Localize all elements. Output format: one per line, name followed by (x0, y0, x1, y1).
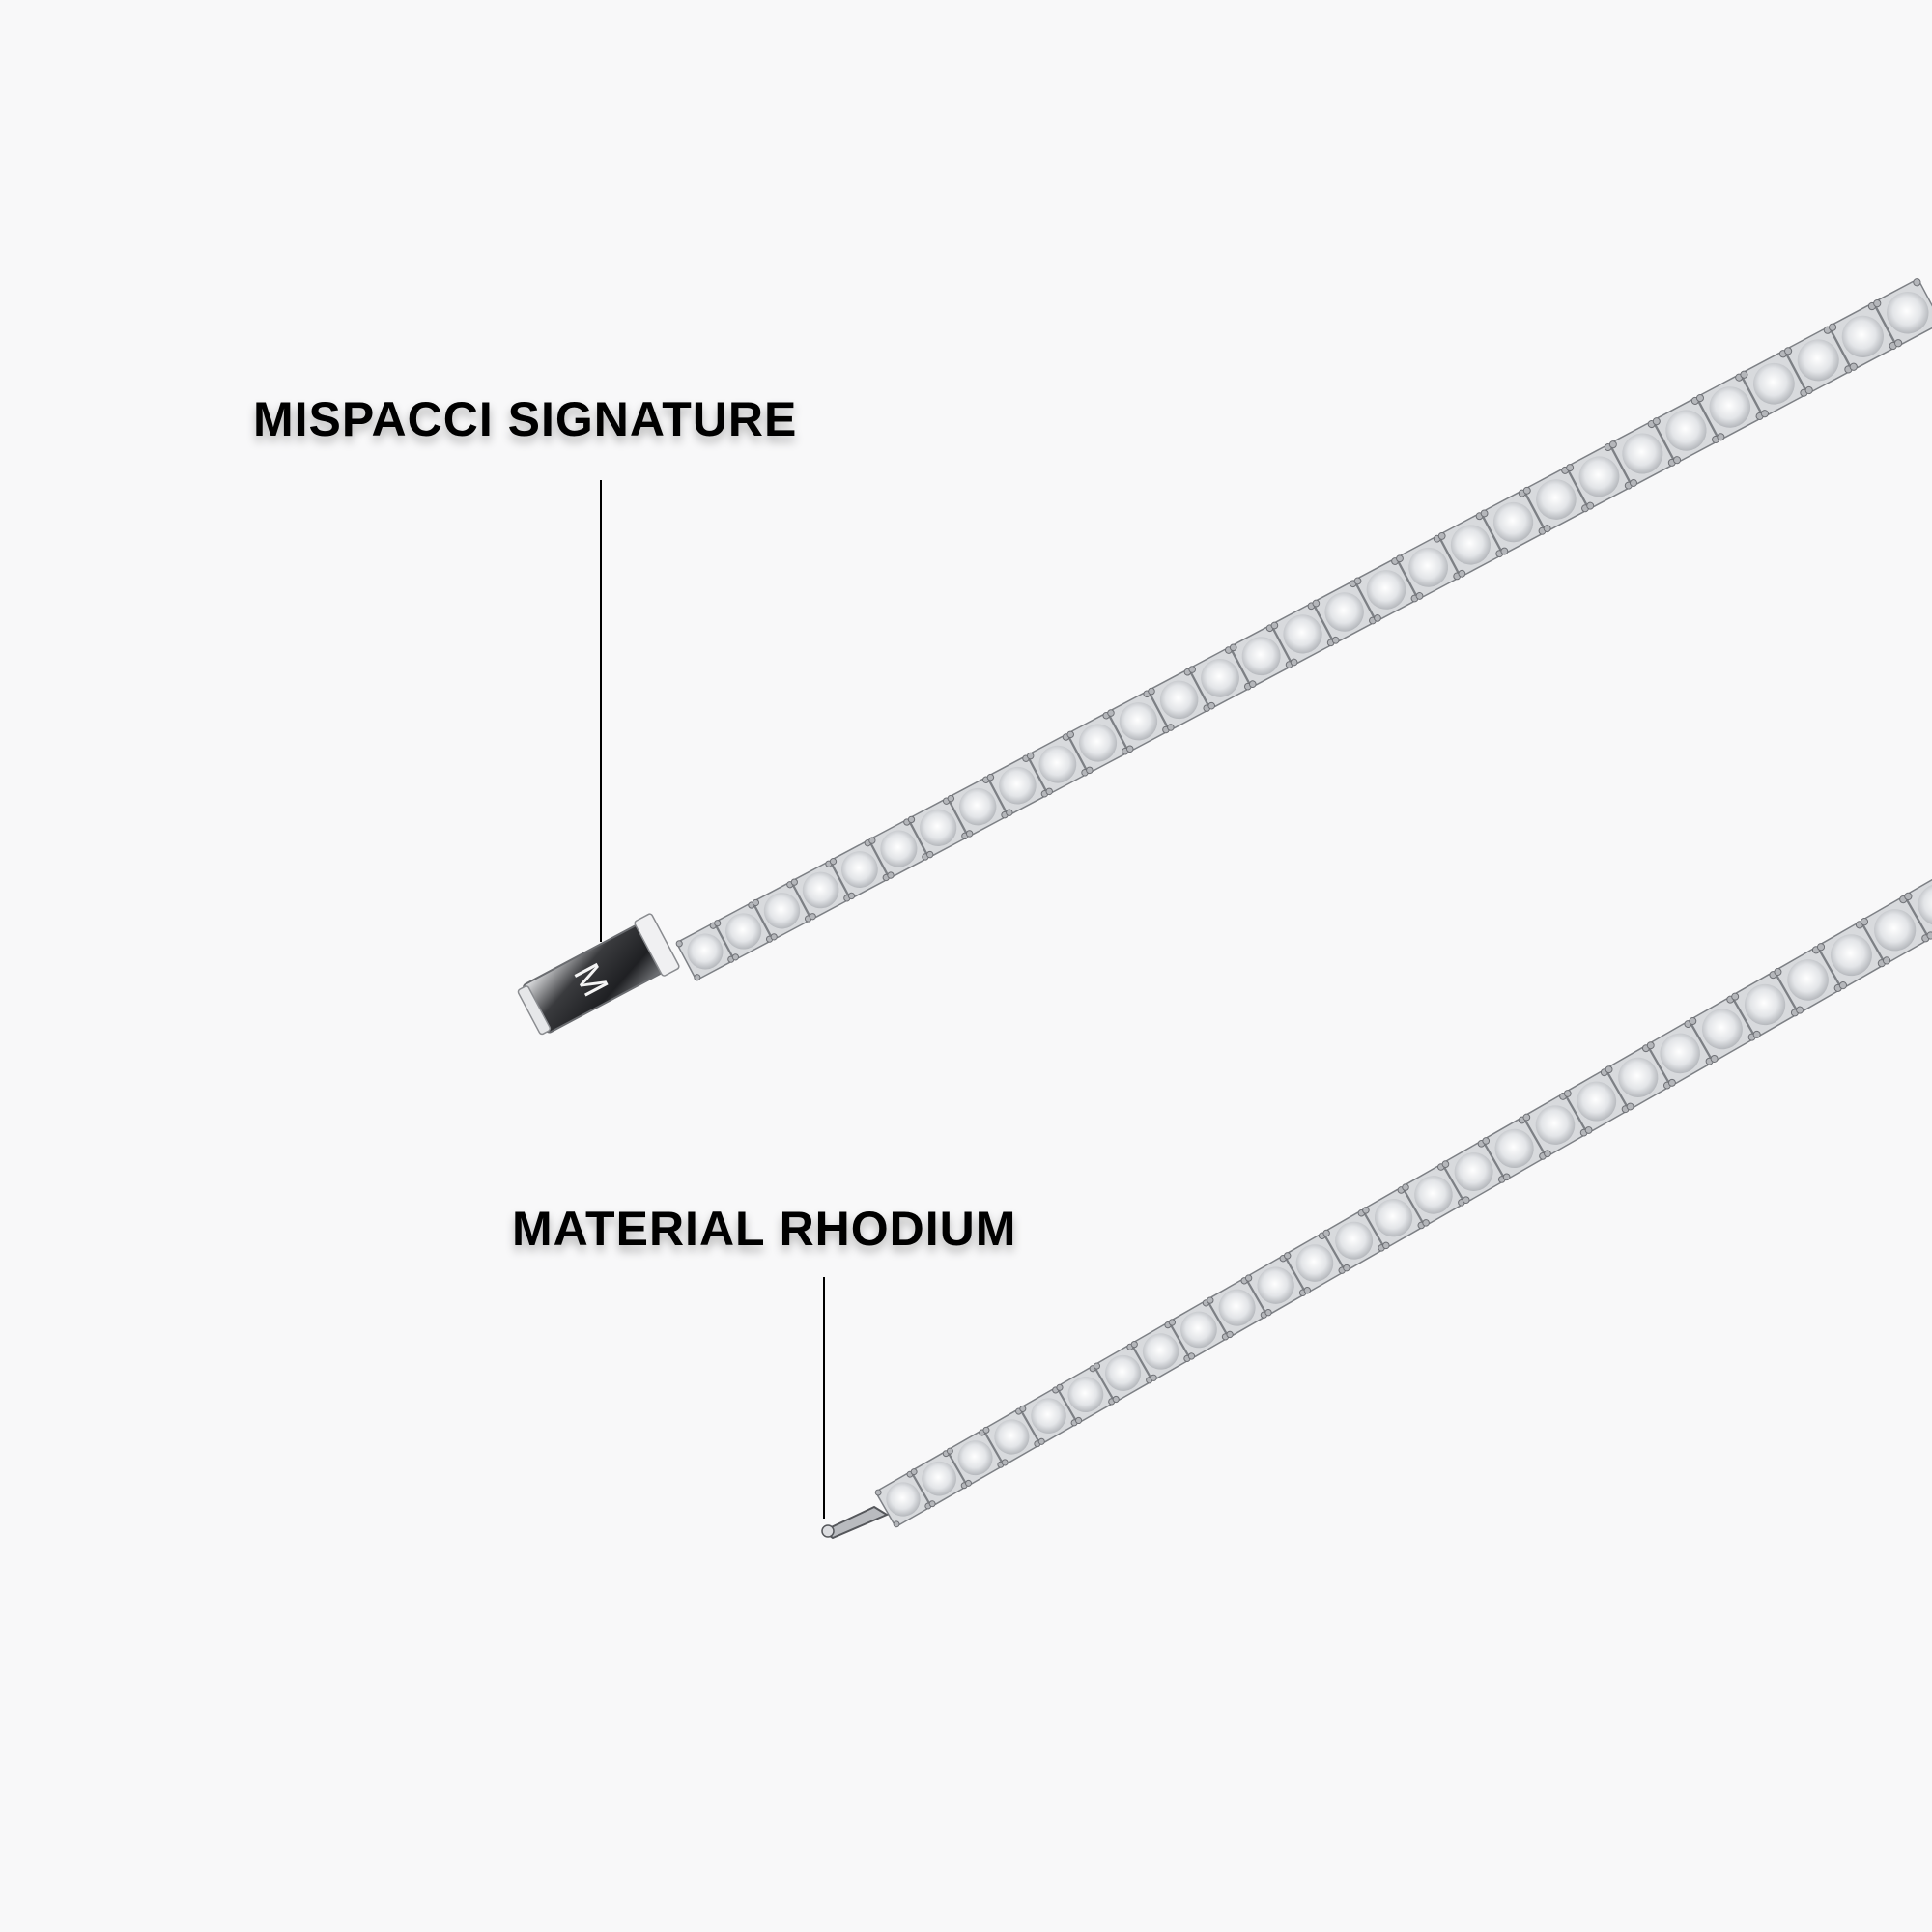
stone-link (1646, 1020, 1714, 1087)
stone-link (1522, 466, 1589, 533)
stone-link (1731, 971, 1799, 1038)
stone-link (1563, 1068, 1630, 1134)
stone-link (1828, 301, 1897, 371)
callout-line-signature (600, 480, 602, 942)
stone-link (1322, 1208, 1385, 1272)
stone-link (1480, 489, 1547, 555)
stone-link (752, 881, 812, 941)
stone-link (1904, 871, 1932, 940)
stone-link (910, 1450, 968, 1508)
stone-link (1566, 443, 1633, 510)
stone-link (1695, 373, 1764, 441)
lower-strand (874, 871, 1932, 1528)
stone-link (1107, 690, 1170, 753)
stone-link (907, 797, 969, 859)
chain-end-hook (821, 1505, 890, 1540)
stone-link (1784, 326, 1853, 395)
stone-link (1437, 512, 1504, 578)
stone-link (868, 818, 929, 879)
stone-link (982, 1407, 1041, 1466)
stone-link (1689, 995, 1756, 1063)
stone-link (1270, 602, 1335, 667)
stone-link (1652, 396, 1720, 465)
stone-link (1188, 646, 1252, 710)
stone-link (675, 922, 735, 981)
stone-link (1056, 1365, 1116, 1425)
callout-line-material (823, 1277, 825, 1519)
stone-link (1283, 1232, 1346, 1294)
stone-link (1402, 1163, 1465, 1227)
stone-link (1441, 1140, 1506, 1205)
stone-link (1093, 1343, 1153, 1404)
stone-link (714, 901, 774, 961)
stone-link (1860, 895, 1930, 965)
stone-link (1740, 350, 1808, 418)
stone-link (1312, 580, 1377, 644)
stone-link (1168, 1299, 1230, 1360)
stone-link (947, 776, 1009, 838)
stone-link (1244, 1254, 1307, 1317)
stone-link (1026, 733, 1089, 796)
stone-link (829, 839, 890, 900)
stone-link (1605, 1044, 1671, 1111)
stone-link (1482, 1116, 1547, 1181)
stone-link (986, 754, 1049, 816)
stone-link (1774, 946, 1842, 1014)
stone-link (1130, 1321, 1191, 1381)
stone-link (1522, 1093, 1588, 1158)
callout-label-material: MATERIAL RHODIUM (512, 1202, 1017, 1256)
stone-link (1396, 534, 1462, 600)
stone-link (790, 860, 851, 921)
stone-link (1873, 278, 1932, 348)
stone-link (1148, 668, 1211, 731)
callout-label-signature: MISPACCI SIGNATURE (253, 392, 798, 446)
stone-link (1353, 557, 1419, 622)
stone-link (1066, 711, 1129, 775)
stone-link (1019, 1386, 1078, 1445)
upper-strand (675, 278, 1932, 981)
stone-link (1816, 921, 1886, 990)
clasp-m-logo: M (517, 913, 680, 1036)
